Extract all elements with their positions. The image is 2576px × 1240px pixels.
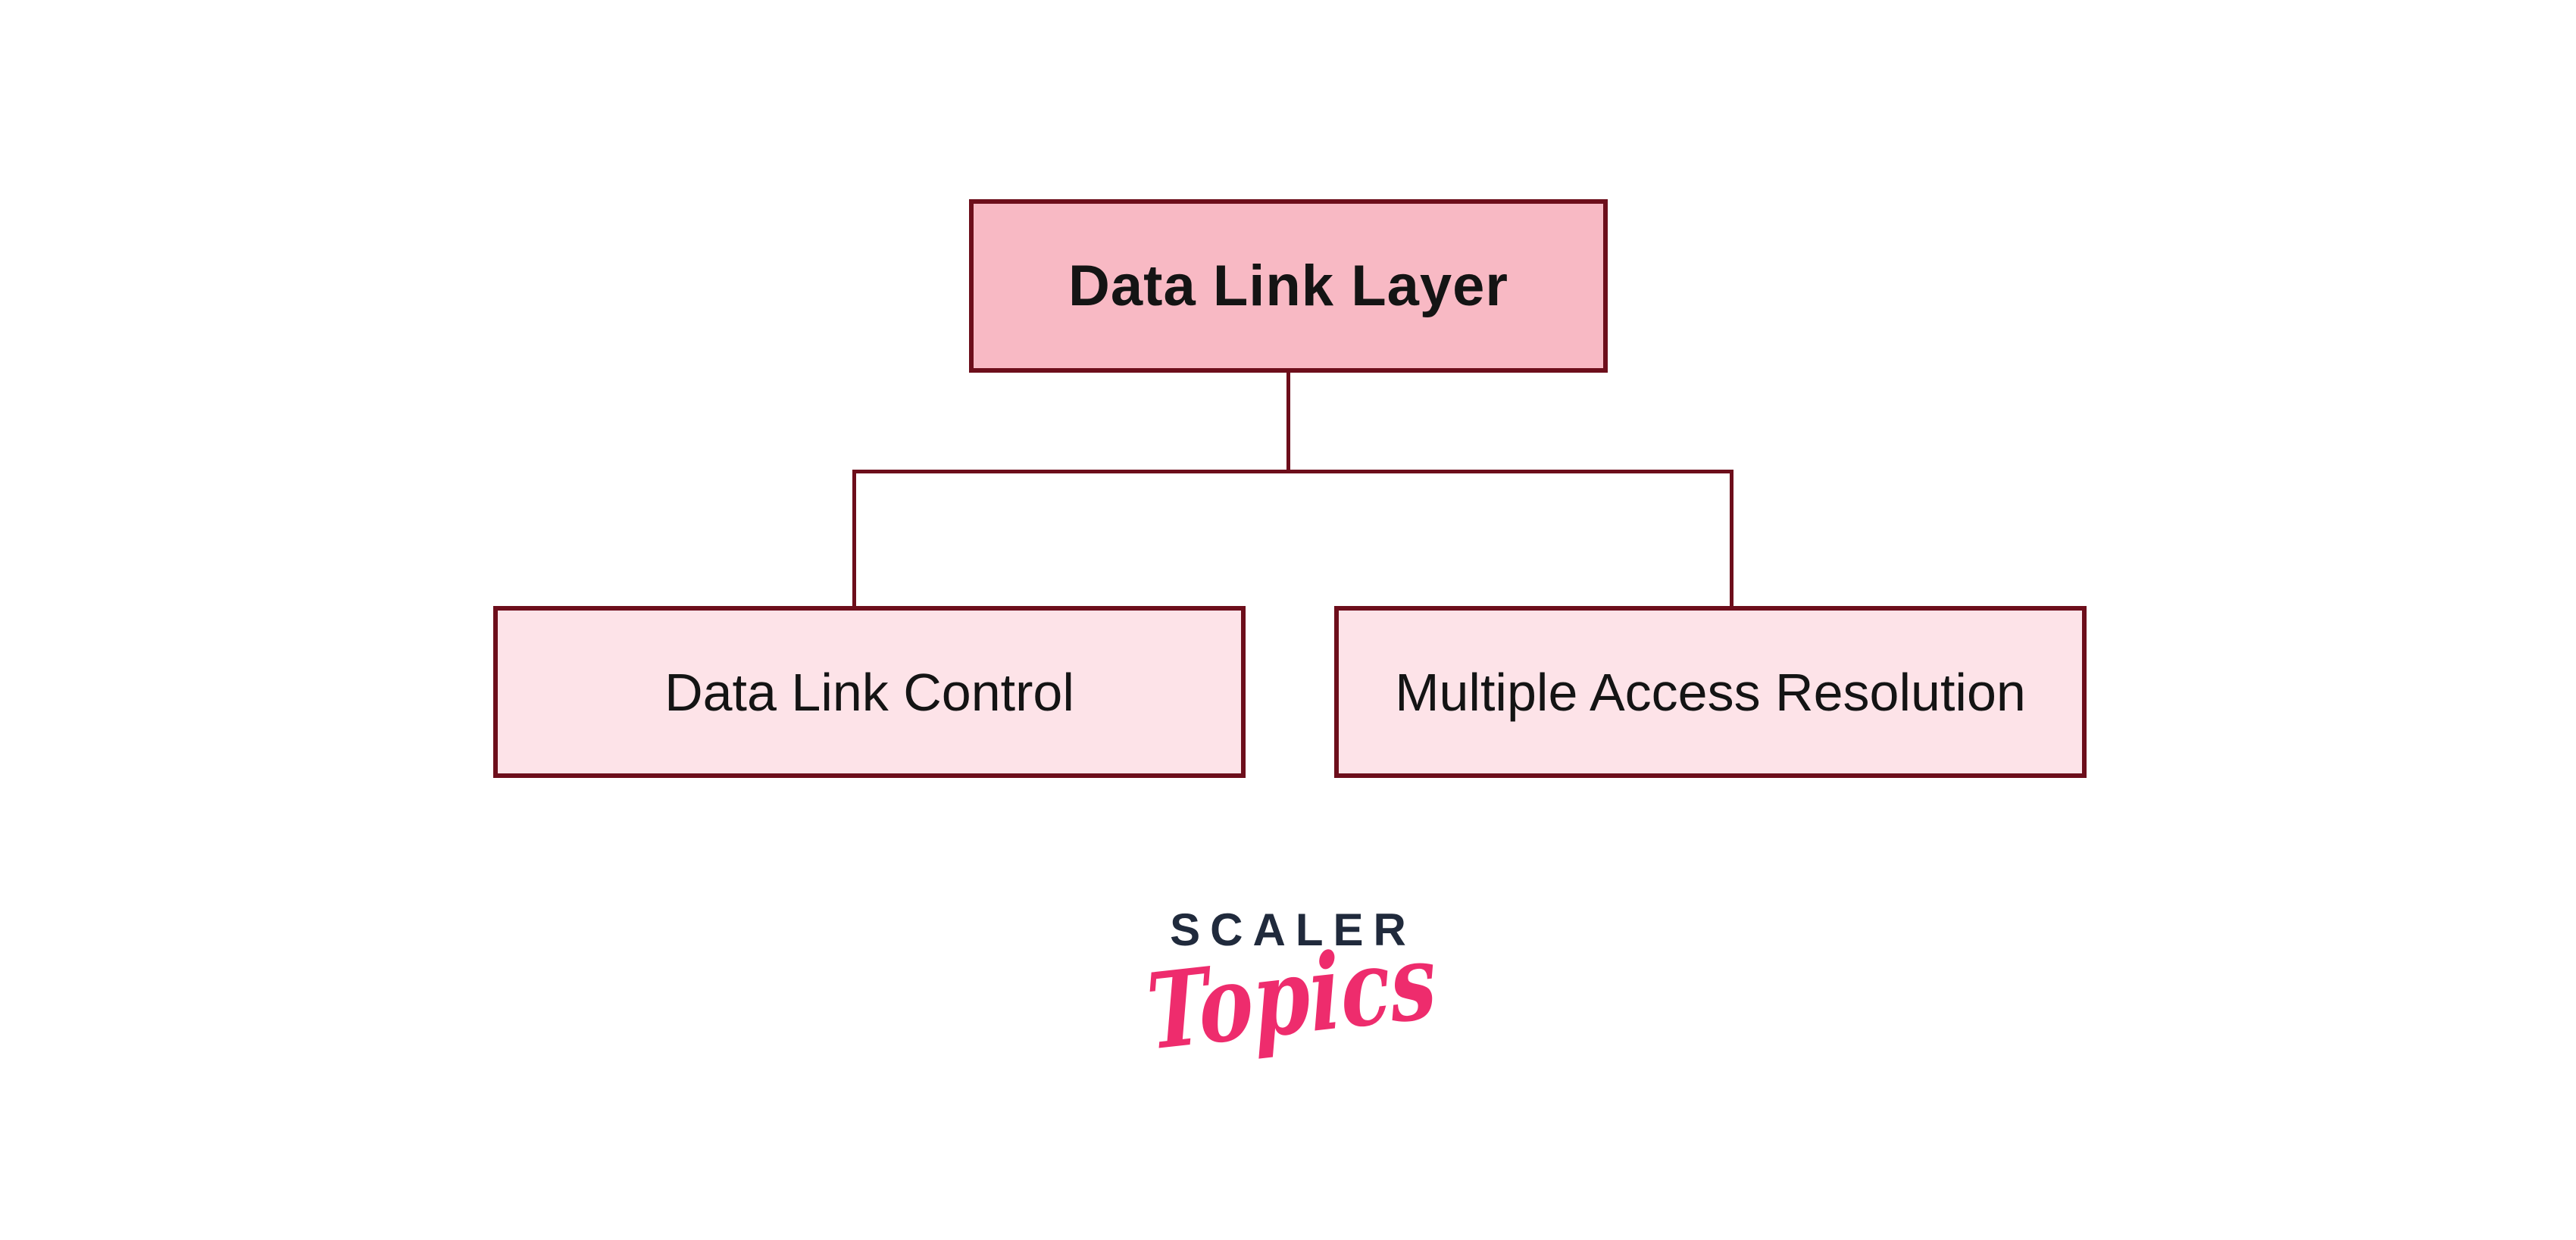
connector-stem: [1286, 370, 1290, 471]
connector-drop-right: [1730, 470, 1733, 608]
node-multiple-access-resolution-label: Multiple Access Resolution: [1395, 662, 2026, 722]
logo-topics-text: Topics: [1143, 918, 1440, 1074]
connector-horizontal: [852, 470, 1733, 473]
node-data-link-layer-label: Data Link Layer: [1068, 254, 1508, 318]
node-multiple-access-resolution: Multiple Access Resolution: [1334, 606, 2087, 778]
node-data-link-layer: Data Link Layer: [969, 199, 1608, 373]
scaler-topics-logo: SCALER Topics: [1061, 904, 1515, 1074]
node-data-link-control: Data Link Control: [493, 606, 1246, 778]
node-data-link-control-label: Data Link Control: [664, 662, 1074, 722]
logo-scaler-text: SCALER: [1170, 904, 1416, 955]
connector-drop-left: [852, 470, 856, 608]
